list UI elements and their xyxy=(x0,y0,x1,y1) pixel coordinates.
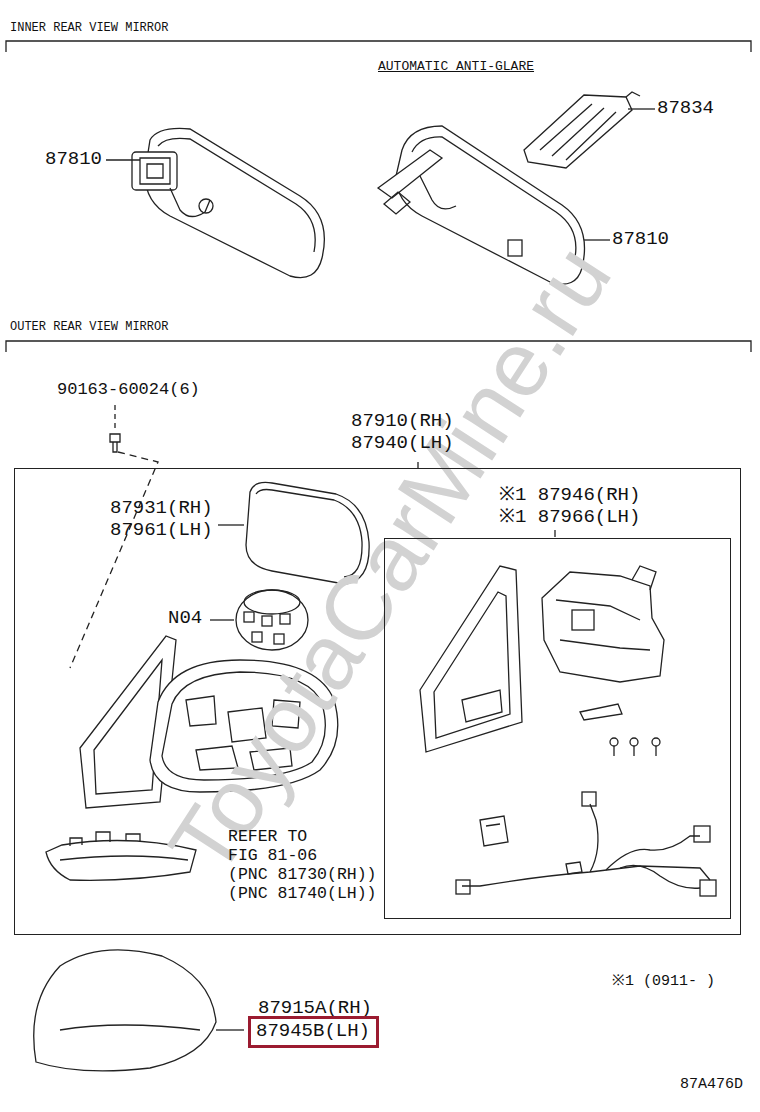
bolt xyxy=(110,434,120,452)
figure-code: 87A476D xyxy=(680,1076,743,1093)
inner-mirror xyxy=(132,128,324,277)
reference-note: (PNC 81730(RH)) xyxy=(228,866,377,885)
section-bracket xyxy=(6,341,751,352)
part-number: 87810 xyxy=(45,149,102,171)
screws xyxy=(610,738,660,756)
clip xyxy=(580,704,622,720)
date-note: ※1 (0911- ) xyxy=(612,973,715,990)
part-number: 90163-60024(6) xyxy=(57,380,200,400)
leader-line xyxy=(114,405,115,430)
leader-line xyxy=(216,1029,244,1030)
leader-line xyxy=(628,108,655,109)
watermark: ToyotaCarMine.ru xyxy=(148,227,632,893)
part-number: 87945B(LH) xyxy=(251,1019,376,1045)
section-heading: INNER REAR VIEW MIRROR xyxy=(10,22,168,36)
leader-line xyxy=(584,239,610,240)
section-bracket xyxy=(6,41,751,52)
subassembly-box: ※1 87946(RH) ※1 87966(LH) xyxy=(384,538,731,919)
wire-harness xyxy=(456,792,716,896)
assembly-number: ※1 87946(RH) ※1 87966(LH) xyxy=(499,485,664,529)
section-heading: OUTER REAR VIEW MIRROR xyxy=(10,321,168,335)
leader-line xyxy=(554,530,555,537)
mirror-bracket xyxy=(420,566,522,752)
mirror-cover-cap xyxy=(34,950,216,1071)
highlighted-part-number: 87945B(LH) xyxy=(248,1016,379,1048)
part-number: 87931(RH) 87961(LH) xyxy=(110,498,225,542)
reference-note: (PNC 81740(LH)) xyxy=(228,885,377,904)
leader-line xyxy=(218,524,244,525)
part-number: 87810 xyxy=(612,229,669,251)
retract-actuator xyxy=(542,566,664,682)
mirror-cover xyxy=(524,92,640,168)
connector xyxy=(480,816,508,846)
leader-line xyxy=(106,159,140,160)
part-number: N04 xyxy=(168,608,202,630)
part-number: 87834 xyxy=(657,98,714,120)
variant-heading: AUTOMATIC ANTI-GLARE xyxy=(378,60,534,75)
dashed-leader xyxy=(70,452,158,668)
leader-line xyxy=(210,619,234,620)
reference-note: REFER TO xyxy=(228,828,307,847)
assembly-number: 87910(RH) 87940(LH) xyxy=(351,411,469,455)
assembly-box: 87910(RH) 87940(LH)※1 87946(RH) ※1 87966… xyxy=(14,468,741,935)
reference-note: FIG 81-06 xyxy=(228,847,317,866)
